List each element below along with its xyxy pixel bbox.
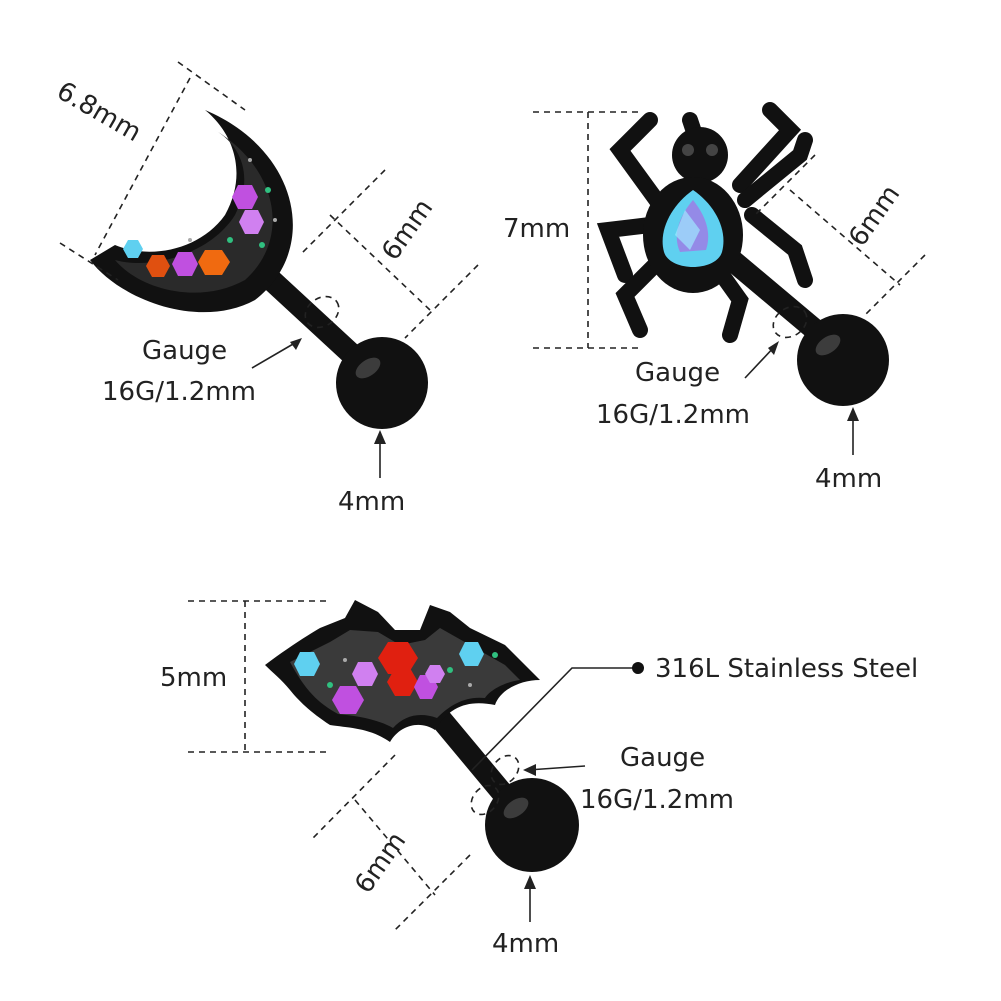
moon-inlay [115, 130, 273, 293]
bat-gauge-title: Gauge [620, 743, 705, 773]
spider-bar-label: 6mm [843, 180, 906, 252]
spider-earring: 7mm 6mm Gauge 16G/1.2mm 4mm [503, 102, 926, 494]
moon-bar-label: 6mm [376, 194, 439, 266]
spider-gauge-title: Gauge [635, 358, 720, 388]
spider-ball [797, 314, 889, 406]
spider-ball-label: 4mm [815, 464, 882, 494]
moon-width-label: 6.8mm [52, 76, 147, 148]
moon-ball [336, 337, 428, 429]
bat-gauge-value: 16G/1.2mm [580, 785, 734, 815]
moon-earring: 6.8mm 6mm Gauge 16G/1.2mm 4mm [52, 61, 479, 517]
bat-bar-label: 6mm [349, 827, 412, 899]
bat-ball-label: 4mm [492, 929, 559, 959]
spider-height-label: 7mm [503, 214, 570, 244]
bat-height-label: 5mm [160, 663, 227, 693]
moon-ball-label: 4mm [338, 487, 405, 517]
spider-gauge-value: 16G/1.2mm [596, 400, 750, 430]
bat-ball [485, 778, 579, 872]
bat-earring: 5mm 316L Stainless Steel Gauge 16G/1.2mm… [160, 600, 918, 959]
moon-gauge-title: Gauge [142, 336, 227, 366]
moon-gauge-value: 16G/1.2mm [102, 377, 256, 407]
bat-material-label: 316L Stainless Steel [655, 654, 918, 684]
